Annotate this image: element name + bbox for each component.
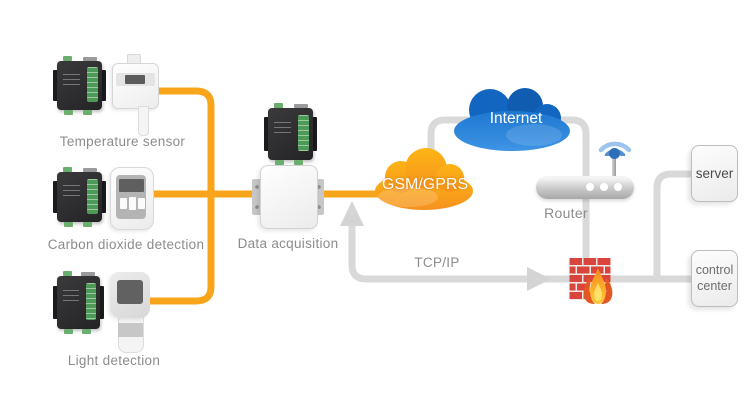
meter-screen	[117, 280, 143, 304]
module-terminal	[83, 110, 93, 115]
module-ear	[312, 117, 317, 151]
module-text	[273, 121, 291, 136]
control-center-node: control center	[691, 250, 738, 307]
serial-port	[82, 168, 97, 172]
terminal-block	[298, 114, 309, 152]
carbon-dioxide-label: Carbon dioxide detection	[47, 237, 205, 252]
router-led	[586, 183, 594, 191]
temperature-sensor-icon	[112, 54, 160, 136]
module-terminal	[81, 329, 91, 334]
module-terminal	[63, 329, 73, 334]
serial-port	[80, 272, 95, 276]
terminal-block	[85, 282, 97, 320]
data-acquisition-label: Data acquisition	[237, 236, 339, 251]
meter-band	[118, 323, 143, 337]
module-ear	[53, 69, 58, 102]
module-terminal	[63, 271, 73, 276]
module-terminal	[64, 110, 74, 115]
light-meter-icon	[108, 272, 152, 353]
module-ear	[101, 181, 106, 213]
temperature-line	[146, 87, 215, 198]
router-antenna	[612, 156, 616, 178]
module-text	[62, 185, 80, 198]
module-ear	[99, 285, 104, 320]
serial-port	[293, 104, 308, 108]
internet-cloud-label: Internet	[489, 110, 543, 127]
mount-flange	[252, 179, 262, 215]
server-node: server	[691, 145, 738, 202]
module-ear	[264, 117, 269, 151]
gsm-cloud-label: GSM/GPRS	[381, 176, 469, 193]
mount-flange	[314, 179, 324, 215]
firewall-icon	[569, 258, 613, 304]
acquisition-housing	[260, 165, 318, 229]
server-label: server	[695, 166, 734, 181]
control-center-label: control center	[695, 262, 734, 293]
module-ear	[53, 285, 58, 320]
light-line	[144, 190, 215, 305]
module-text	[62, 289, 79, 304]
data-acquisition-box-icon	[252, 165, 324, 229]
terminal-block	[87, 178, 98, 214]
light-detection-label: Light detection	[67, 353, 161, 368]
module-terminal	[274, 103, 284, 108]
meter-button	[120, 198, 127, 209]
tcpip-line	[348, 208, 693, 283]
serial-module-icon	[53, 271, 104, 334]
router-label: Router	[544, 205, 588, 221]
module-text	[62, 73, 80, 87]
module-ear	[53, 181, 58, 213]
meter-screen	[119, 179, 144, 192]
tcpip-label: TCP/IP	[414, 255, 460, 270]
temperature-sensor-label: Temperature sensor	[59, 134, 186, 149]
arrow-up-icon	[340, 201, 364, 226]
arrow-right-icon	[527, 267, 551, 291]
antenna-tip	[609, 148, 620, 159]
serial-module-icon	[53, 56, 106, 115]
router-icon	[536, 176, 634, 199]
gsm-cloud-icon	[375, 148, 473, 210]
sensor-housing	[112, 63, 159, 109]
server-line	[653, 170, 693, 279]
module-terminal	[83, 222, 93, 227]
serial-module-icon	[264, 103, 317, 165]
flame	[583, 268, 613, 304]
module-terminal	[64, 222, 74, 227]
terminal-block	[87, 67, 98, 102]
internet-cloud-icon	[454, 88, 570, 151]
co2-meter-icon	[110, 167, 154, 230]
router-led	[614, 183, 622, 191]
serial-port	[82, 57, 97, 61]
module-terminal	[294, 160, 304, 165]
meter-button	[138, 198, 145, 209]
module-terminal	[63, 167, 73, 172]
sensor-screen	[125, 75, 145, 84]
serial-module-icon	[53, 167, 106, 227]
module-terminal	[275, 160, 285, 165]
module-terminal	[63, 56, 73, 61]
sensor-probe	[138, 106, 149, 136]
router-led	[600, 183, 608, 191]
meter-button	[129, 197, 136, 210]
module-ear	[101, 69, 106, 102]
